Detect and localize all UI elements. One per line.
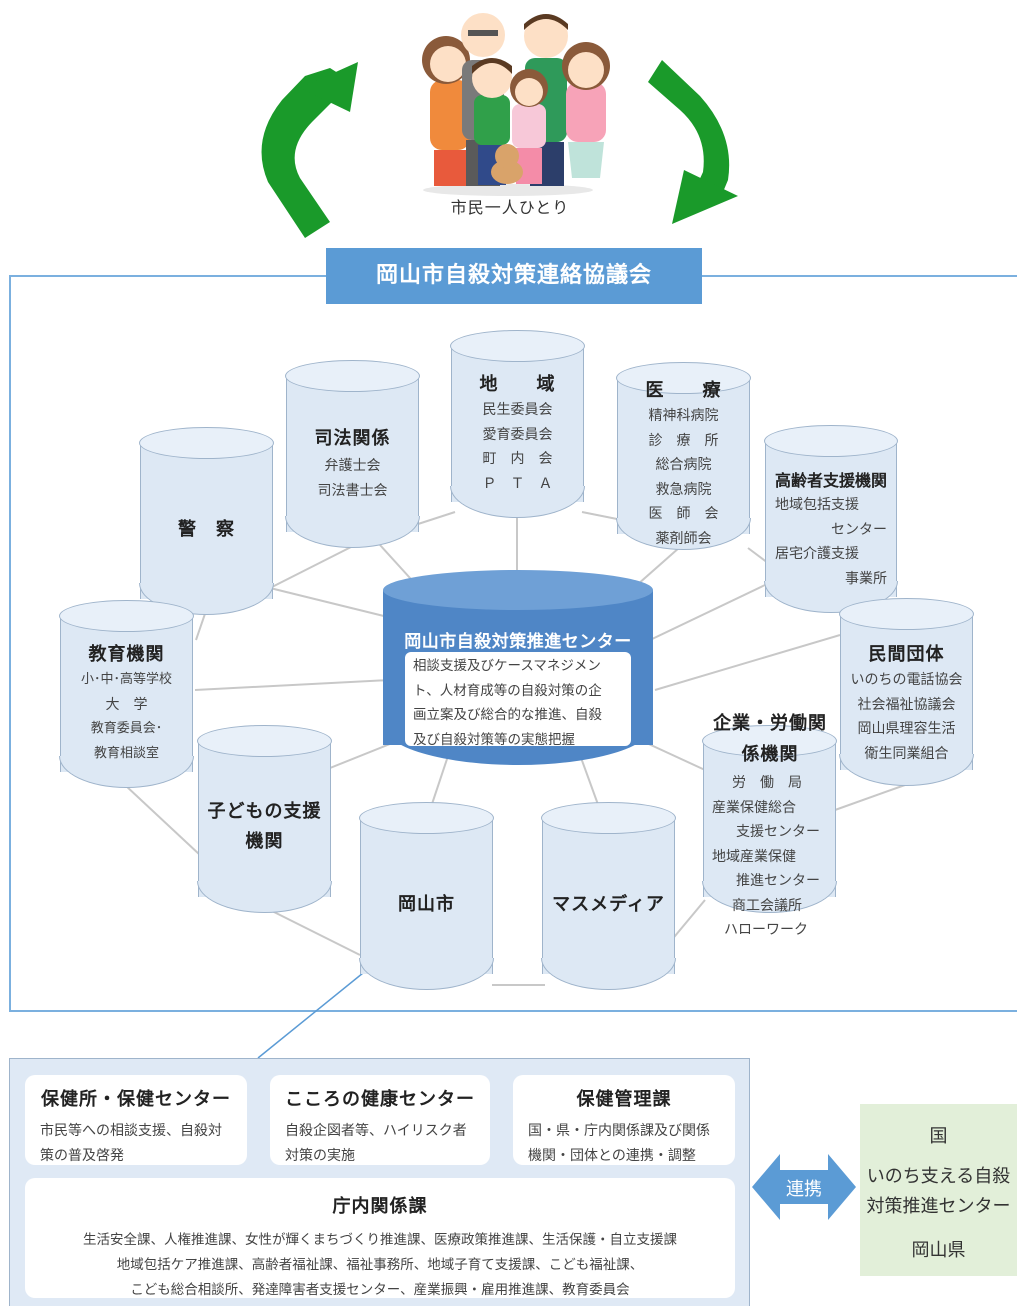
cycle-arrow-right-icon	[648, 60, 738, 224]
citizens-label: 市民一人ひとり	[450, 198, 570, 217]
node-item: 司法書士会	[317, 482, 388, 499]
node-item: 町 内 会	[482, 451, 553, 467]
node-item: ハローワーク	[724, 922, 808, 938]
node-title: マスメディア	[552, 894, 665, 915]
node-labor-title: 企業・労働関 係機関	[700, 708, 840, 770]
external-center-line: いのち支える自殺	[866, 1166, 1011, 1187]
panel-box-title: 保健管理課	[576, 1089, 672, 1110]
node-okayama-city: 岡山市	[359, 802, 494, 990]
node-education: 教育機関 小･中･高等学校 大 学 教育委員会･ 教育相談室	[59, 600, 194, 788]
node-medical: 医 療 精神科病院 診 療 所 総合病院 救急病院 医 師 会 薬剤師会	[616, 362, 751, 550]
node-title: 警 察	[178, 519, 235, 540]
panel-box-title: こころの健康センター	[285, 1089, 475, 1110]
node-item: 愛育委員会	[482, 426, 553, 443]
node-labor-items: 労 働 局 産業保健総合 支援センター 地域産業保健 推進センター 商工会議所 …	[712, 771, 837, 943]
node-item: 労 働 局	[732, 775, 802, 791]
node-title: 機関	[245, 831, 284, 852]
node-title: 地 域	[479, 374, 556, 395]
node-item: 地域産業保健	[712, 848, 796, 865]
node-title: 子どもの支援	[207, 801, 322, 822]
center-title: 岡山市自殺対策推進センター	[404, 632, 632, 652]
panel-box-line: 策の普及啓発	[40, 1148, 124, 1164]
double-arrow-icon	[752, 1154, 856, 1220]
center-line: 画立案及び総合的な推進、自殺	[413, 707, 602, 723]
node-labor	[702, 725, 837, 913]
center-description: 相談支援及びケースマネジメン ト、人材育成等の自殺対策の企 画立案及び総合的な推…	[405, 652, 631, 748]
council-title: 岡山市自殺対策連絡協議会	[326, 248, 702, 304]
node-judicial: 司法関係 弁護士会 司法書士会	[285, 360, 420, 548]
node-item: 衛生同業組合	[864, 745, 949, 762]
node-item: 岡山県理容生活	[857, 721, 956, 737]
node-item: 産業保健総合	[712, 799, 796, 816]
panel-box-line: 地域包括ケア推進課、高齢者福祉課、福祉事務所、地域子育て支援課、こども福祉課、	[116, 1257, 644, 1273]
panel-box-line: 国・県・庁内関係課及び関係	[528, 1123, 710, 1139]
panel-box-line: 機関・団体との連携・調整	[528, 1148, 696, 1164]
panel-box-title: 保健所・保健センター	[41, 1089, 231, 1110]
node-item: いのちの電話協会	[850, 672, 963, 688]
panel-box-health-center: 保健所・保健センター 市民等への相談支援、自殺対 策の普及啓発	[25, 1075, 247, 1165]
node-item: Ｐ Ｔ Ａ	[482, 475, 553, 492]
node-item: 商工会議所	[732, 897, 802, 914]
panel-box-line: 生活安全課、人権推進課、女性が輝くまちづくり推進課、医療政策推進課、生活保護・自…	[83, 1232, 677, 1248]
node-title: 民間団体	[868, 644, 945, 665]
node-item: 医 師 会	[648, 506, 719, 522]
node-item: 総合病院	[655, 457, 712, 473]
citizens-illustration	[261, 13, 738, 238]
panel-box-mental-health-center: こころの健康センター 自殺企図者等、ハイリスク者 対策の実施	[270, 1075, 490, 1165]
link-label: 連携	[786, 1179, 822, 1200]
panel-box-agencies: 庁内関係課 生活安全課、人権推進課、女性が輝くまちづくり推進課、医療政策推進課、…	[25, 1178, 735, 1298]
node-item: センター	[831, 521, 887, 538]
node-police: 警 察	[139, 427, 274, 615]
node-community: 地 域 民生委員会 愛育委員会 町 内 会 Ｐ Ｔ Ａ	[450, 330, 585, 518]
node-mass-media: マスメディア	[541, 802, 676, 990]
node-item: 薬剤師会	[655, 530, 712, 547]
cycle-arrow-left-icon	[261, 62, 358, 238]
node-item: 地域包括支援	[775, 497, 859, 513]
external-center-line: 対策推進センター	[866, 1196, 1011, 1217]
node-item: 教育相談室	[93, 745, 159, 761]
family-icon	[422, 13, 610, 196]
panel-box-line: 市民等への相談支援、自殺対	[40, 1123, 222, 1139]
panel-box-line: 対策の実施	[285, 1148, 355, 1164]
node-item: 診 療 所	[648, 432, 719, 449]
node-item: 弁護士会	[324, 458, 381, 474]
center-line: ト、人材育成等の自殺対策の企	[413, 682, 602, 699]
node-item: 社会福祉協議会	[857, 696, 956, 713]
node-item: 教育委員会･	[90, 721, 163, 736]
center-hub: 岡山市自殺対策推進センター 相談支援及びケースマネジメン ト、人材育成等の自殺対…	[383, 570, 653, 765]
node-title: 係機関	[741, 744, 799, 765]
node-title: 教育機関	[88, 644, 165, 665]
node-title: 司法関係	[314, 428, 391, 449]
center-line: 及び自殺対策等の実態把握	[413, 731, 575, 748]
node-title: 岡山市	[398, 894, 455, 915]
center-line: 相談支援及びケースマネジメン	[413, 658, 601, 674]
node-item: 事業所	[845, 570, 887, 587]
node-private-organizations: 民間団体 いのちの電話協会 社会福祉協議会 岡山県理容生活 衛生同業組合	[839, 598, 974, 786]
node-item: 小･中･高等学校	[80, 672, 172, 687]
node-item: 居宅介護支援	[775, 546, 859, 562]
panel-box-line: 自殺企図者等、ハイリスク者	[285, 1123, 467, 1139]
node-item: 救急病院	[655, 481, 712, 498]
external-partners-box: 国 いのち支える自殺 対策推進センター 岡山県	[860, 1104, 1017, 1276]
node-title: 医 療	[645, 380, 722, 401]
panel-box-health-management: 保健管理課 国・県・庁内関係課及び関係 機関・団体との連携・調整	[513, 1075, 735, 1165]
external-prefecture: 岡山県	[911, 1240, 966, 1261]
external-national: 国	[929, 1126, 948, 1147]
node-title: 企業・労働関	[713, 713, 827, 734]
node-children-support: 子どもの支援 機関	[197, 725, 332, 913]
node-item: 支援センター	[736, 824, 820, 840]
node-item: 民生委員会	[482, 402, 553, 418]
panel-box-title: 庁内関係課	[332, 1196, 428, 1217]
node-elderly-support: 高齢者支援機関 地域包括支援 センター 居宅介護支援 事業所	[764, 425, 898, 613]
panel-box-line: こども総合相談所、発達障害者支援センター、産業振興・雇用推進課、教育委員会	[130, 1282, 630, 1298]
node-item: 大 学	[105, 696, 148, 713]
node-item: 推進センター	[736, 873, 820, 889]
node-item: 精神科病院	[648, 408, 719, 424]
node-title: 高齢者支援機関	[775, 471, 888, 490]
